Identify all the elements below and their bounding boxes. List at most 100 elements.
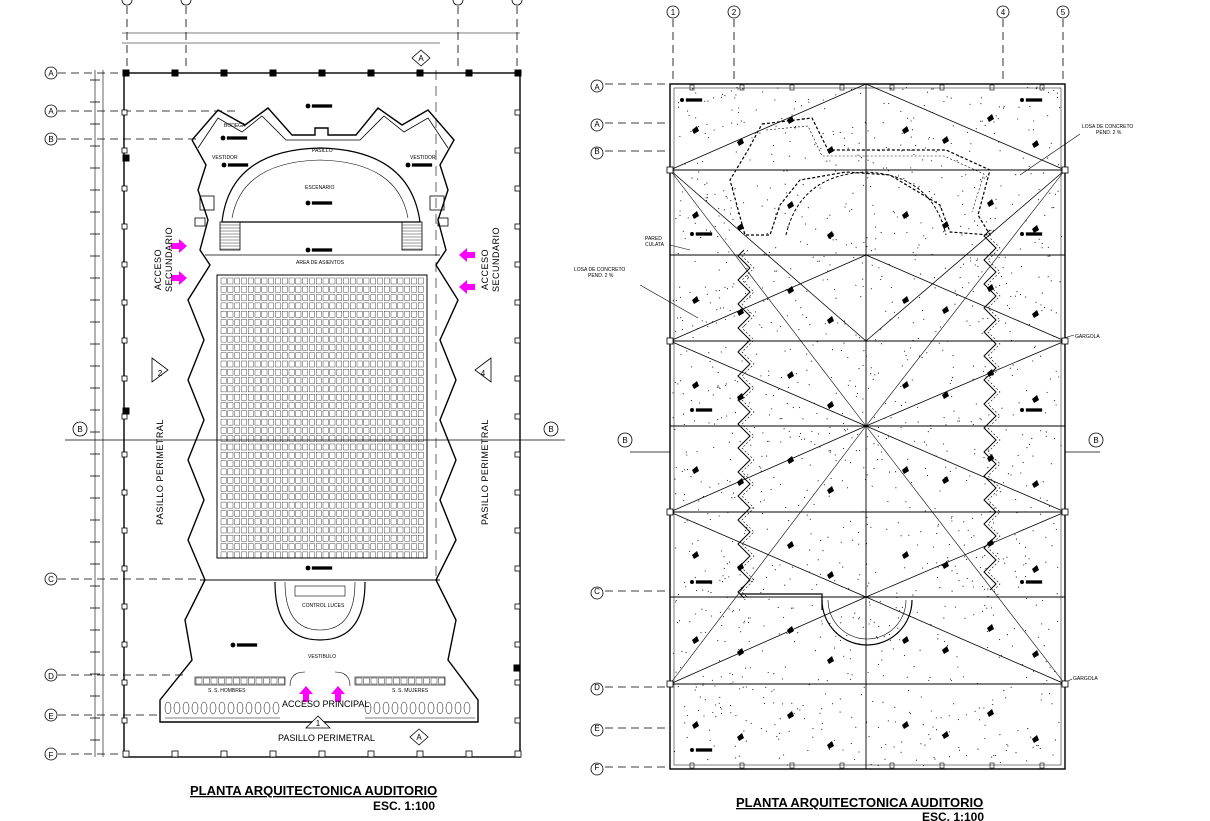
level-text bbox=[311, 104, 333, 108]
stipple-dot bbox=[1006, 743, 1008, 746]
roof-edge-tick bbox=[939, 84, 945, 91]
stipple-dot bbox=[746, 275, 748, 277]
seat bbox=[234, 352, 240, 359]
sink bbox=[194, 217, 206, 227]
seat bbox=[329, 418, 336, 426]
column bbox=[514, 527, 521, 534]
stipple-dot bbox=[1019, 248, 1021, 250]
stipple-dot bbox=[835, 164, 837, 166]
stipple-dot bbox=[860, 92, 862, 94]
drain-mark bbox=[827, 316, 834, 324]
seat bbox=[302, 526, 308, 534]
stipple-dot bbox=[721, 708, 723, 710]
roof-edge-tick bbox=[989, 84, 995, 91]
stipple-dot bbox=[920, 696, 922, 698]
stipple-dot bbox=[826, 418, 828, 420]
seat bbox=[282, 535, 288, 542]
stipple-dot bbox=[680, 353, 682, 355]
seat bbox=[404, 460, 410, 467]
seat bbox=[295, 493, 302, 500]
section-b-right-plan-right: B bbox=[1093, 436, 1098, 445]
stipple-dot bbox=[1025, 546, 1027, 548]
seat bbox=[241, 418, 247, 426]
stipple-dot bbox=[743, 730, 745, 732]
seat bbox=[363, 311, 370, 318]
stipple-dot bbox=[826, 160, 828, 162]
stipple-dot bbox=[734, 496, 736, 499]
column bbox=[121, 299, 128, 306]
seat bbox=[336, 543, 342, 550]
stipple-dot bbox=[914, 259, 916, 261]
stipple-dot bbox=[952, 366, 954, 368]
stipple-dot bbox=[1034, 345, 1036, 347]
seat bbox=[241, 402, 247, 409]
seat bbox=[302, 443, 308, 451]
stipple-dot bbox=[806, 290, 808, 292]
stipple-dot bbox=[679, 296, 682, 298]
stipple-dot bbox=[763, 588, 765, 590]
stipple-dot bbox=[964, 213, 966, 215]
stipple-dot bbox=[871, 485, 873, 487]
seat bbox=[322, 402, 329, 409]
seat bbox=[254, 485, 261, 492]
stipple-dot bbox=[895, 607, 897, 609]
seat bbox=[418, 327, 424, 334]
stipple-dot bbox=[1003, 106, 1005, 108]
slope-line bbox=[669, 169, 867, 342]
seat bbox=[336, 385, 342, 393]
toilet-fixture bbox=[409, 701, 417, 715]
seat bbox=[254, 452, 261, 459]
stipple-dot bbox=[776, 330, 778, 332]
stipple-dot bbox=[785, 132, 787, 134]
stipple-dot bbox=[855, 395, 857, 398]
seat bbox=[336, 369, 342, 376]
stipple-dot bbox=[932, 88, 934, 90]
stipple-dot bbox=[1040, 699, 1042, 701]
stipple-dot bbox=[760, 470, 762, 472]
stipple-dot bbox=[961, 234, 963, 236]
stipple-dot bbox=[941, 564, 943, 567]
stipple-dot bbox=[770, 322, 772, 324]
stipple-dot bbox=[691, 177, 693, 179]
stipple-dot bbox=[951, 570, 953, 572]
seat bbox=[411, 385, 417, 393]
stipple-dot bbox=[930, 160, 932, 162]
seat bbox=[356, 277, 363, 285]
level-text bbox=[685, 98, 703, 102]
axis-bubble bbox=[44, 104, 58, 118]
stipple-dot bbox=[760, 728, 762, 730]
drain-mark bbox=[787, 541, 794, 549]
drain-mark bbox=[902, 636, 909, 644]
seat bbox=[370, 443, 376, 451]
stipple-dot bbox=[870, 367, 872, 369]
seat bbox=[411, 344, 417, 351]
seat bbox=[418, 410, 424, 417]
stipple-dot bbox=[732, 681, 734, 683]
seat bbox=[370, 535, 376, 542]
seat bbox=[316, 501, 322, 509]
stipple-dot bbox=[990, 607, 993, 609]
stipple-dot bbox=[881, 275, 883, 278]
seat bbox=[363, 535, 370, 542]
seat bbox=[322, 510, 329, 517]
drain-mark bbox=[902, 296, 909, 304]
stipple-dot bbox=[824, 108, 826, 110]
seat bbox=[329, 410, 336, 417]
stipple-dot bbox=[800, 307, 802, 309]
seat bbox=[336, 427, 342, 434]
seat bbox=[411, 551, 417, 559]
stipple-dot bbox=[984, 737, 986, 740]
stipple-dot bbox=[683, 500, 685, 502]
stipple-dot bbox=[728, 229, 730, 231]
stipple-dot bbox=[968, 228, 970, 230]
drain-mark bbox=[942, 391, 949, 399]
seat bbox=[268, 535, 274, 542]
stipple-dot bbox=[799, 709, 801, 711]
seat bbox=[404, 319, 410, 326]
seat bbox=[241, 477, 247, 484]
stipple-dot bbox=[738, 688, 741, 690]
stipple-dot bbox=[834, 454, 836, 456]
seat bbox=[322, 427, 329, 434]
seat bbox=[377, 468, 383, 476]
seat bbox=[384, 394, 390, 401]
